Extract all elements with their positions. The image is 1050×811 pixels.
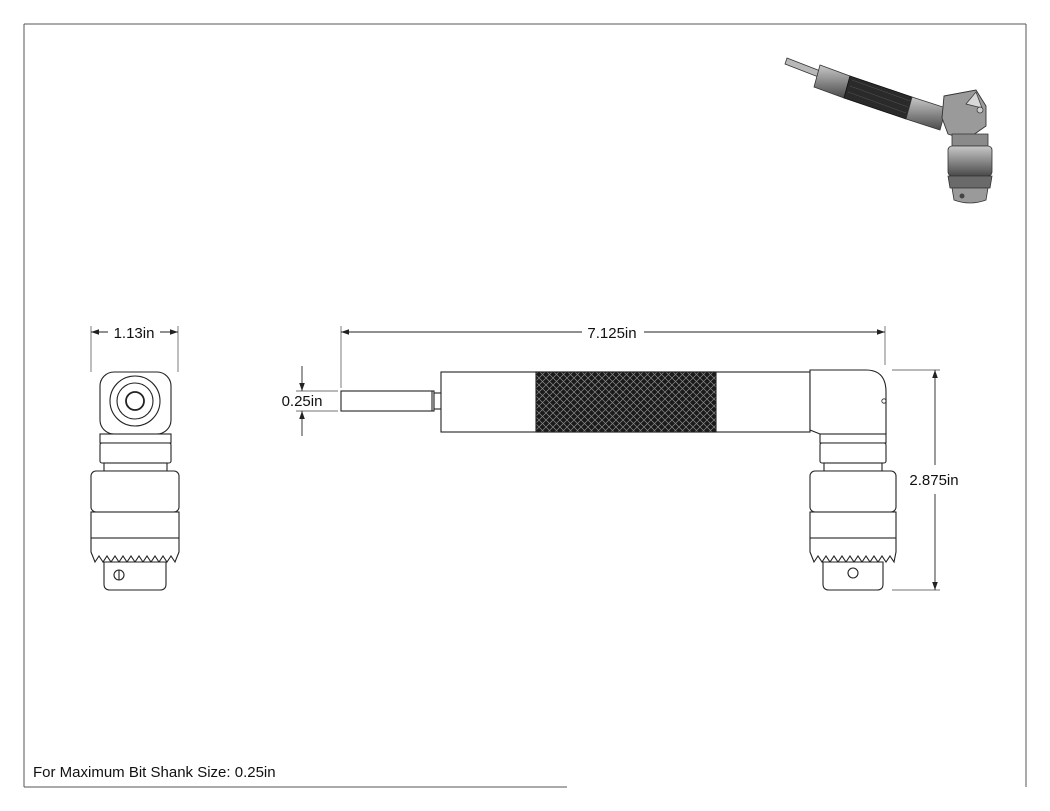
drawing-border: [23, 23, 1027, 788]
angle-head: [809, 369, 887, 435]
chuck-teeth: [90, 538, 180, 564]
side-chuck-teeth: [809, 538, 897, 564]
overall-length-label: 7.125in: [587, 325, 636, 342]
collar: [99, 442, 172, 464]
head-collar: [819, 442, 887, 464]
shank-diameter-label: 0.25in: [282, 393, 323, 410]
collar-step: [103, 462, 168, 472]
iso-chuck: [947, 145, 993, 177]
dim-shank-diameter: 0.25in: [282, 366, 338, 436]
shank-size-note: For Maximum Bit Shank Size: 0.25in: [33, 764, 276, 781]
head-collar-step: [823, 462, 883, 472]
side-chuck-sleeve-lower: [809, 511, 897, 539]
dim-front-width: 1.13in: [90, 325, 179, 372]
isometric-view: [784, 57, 993, 204]
iso-head: [941, 89, 987, 141]
front-width-label: 1.13in: [114, 325, 155, 342]
head-neck-ring: [819, 433, 887, 444]
knurled-grip: [535, 371, 717, 433]
side-view: [340, 369, 897, 591]
overall-height-label: 2.875in: [909, 472, 958, 489]
front-view: [90, 371, 180, 591]
bit-shank: [340, 390, 435, 412]
chuck-jaw: [103, 561, 167, 591]
chuck-sleeve-upper: [90, 470, 180, 513]
side-chuck-sleeve-upper: [809, 470, 897, 513]
side-chuck-jaw: [822, 561, 884, 591]
chuck-sleeve-lower: [90, 511, 180, 539]
head-boss-outer: [109, 375, 161, 427]
head-boss-inner: [116, 382, 154, 420]
side-chuck-key-hole-icon: [847, 567, 859, 579]
iso-grip: [843, 75, 913, 120]
shank-socket-icon: [125, 391, 145, 411]
neck-ring: [99, 433, 172, 444]
dim-overall-length: 7.125in: [340, 325, 886, 388]
dim-overall-height: 2.875in: [892, 369, 959, 591]
